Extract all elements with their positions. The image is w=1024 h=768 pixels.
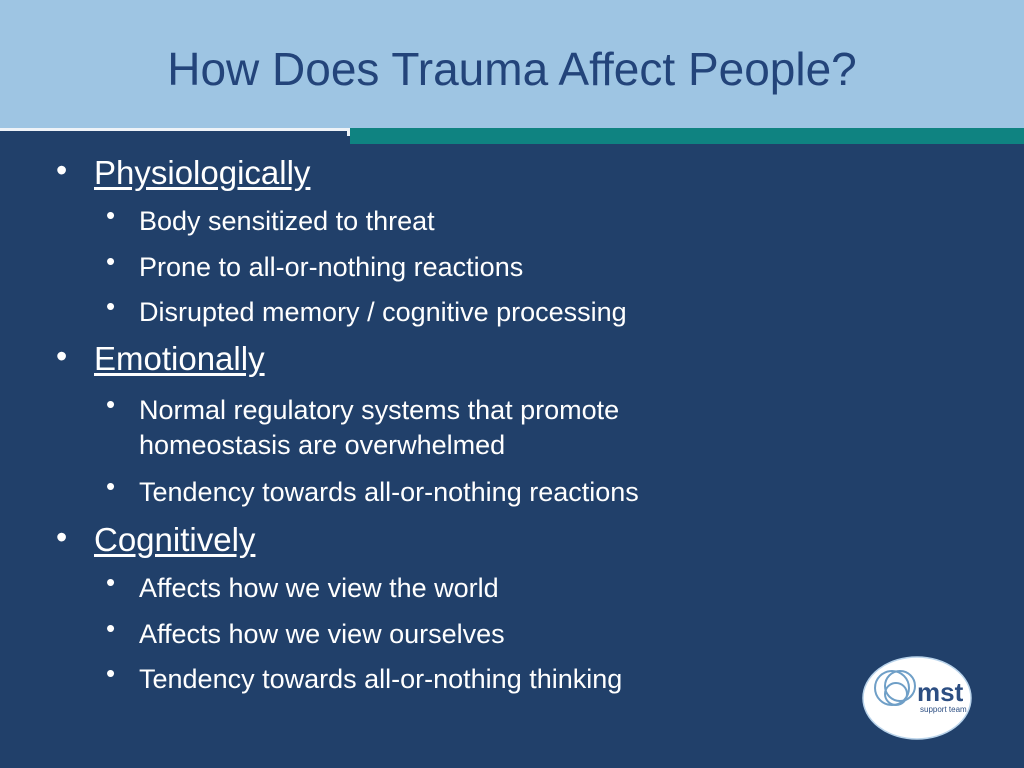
title-divider-teal: [350, 128, 1024, 144]
mst-rings-icon: [874, 670, 916, 706]
logo-tagline: support team: [920, 705, 967, 714]
bullet-glyph: •: [106, 200, 116, 230]
bullet-glyph: •: [106, 567, 116, 597]
section-heading-text: Emotionally: [94, 340, 265, 377]
title-divider-tick: [347, 128, 350, 136]
list-item-text: Disrupted memory / cognitive processing: [139, 297, 627, 327]
section-heading-text: Physiologically: [94, 154, 311, 191]
bullet-glyph: •: [106, 246, 116, 276]
title-band: [0, 0, 1024, 128]
bullet-glyph: •: [106, 389, 116, 419]
list-item-text: Affects how we view ourselves: [139, 619, 505, 649]
section-heading-text: Cognitively: [94, 521, 256, 558]
slide-title: How Does Trauma Affect People?: [167, 43, 857, 95]
bullet-glyph: •: [56, 152, 68, 188]
bullet-glyph: •: [56, 519, 68, 555]
title-divider-light: [0, 128, 350, 131]
logo-wordmark: mst: [917, 677, 964, 707]
bullet-glyph: •: [106, 613, 116, 643]
bullet-glyph: •: [106, 291, 116, 321]
bullet-glyph: •: [106, 658, 116, 688]
mst-logo: mst support team: [862, 656, 972, 740]
bullet-glyph: •: [106, 471, 116, 501]
list-item-text: Tendency towards all-or-nothing reaction…: [139, 477, 639, 507]
list-item-text: Affects how we view the world: [139, 573, 499, 603]
bullet-glyph: •: [56, 338, 68, 374]
list-item-text: Prone to all-or-nothing reactions: [139, 252, 524, 282]
list-item-text: Normal regulatory systems that promote: [139, 395, 620, 425]
list-item-text: Body sensitized to threat: [139, 206, 435, 236]
list-item-text: Tendency towards all-or-nothing thinking: [139, 664, 623, 694]
list-item-text: homeostasis are overwhelmed: [139, 430, 506, 460]
